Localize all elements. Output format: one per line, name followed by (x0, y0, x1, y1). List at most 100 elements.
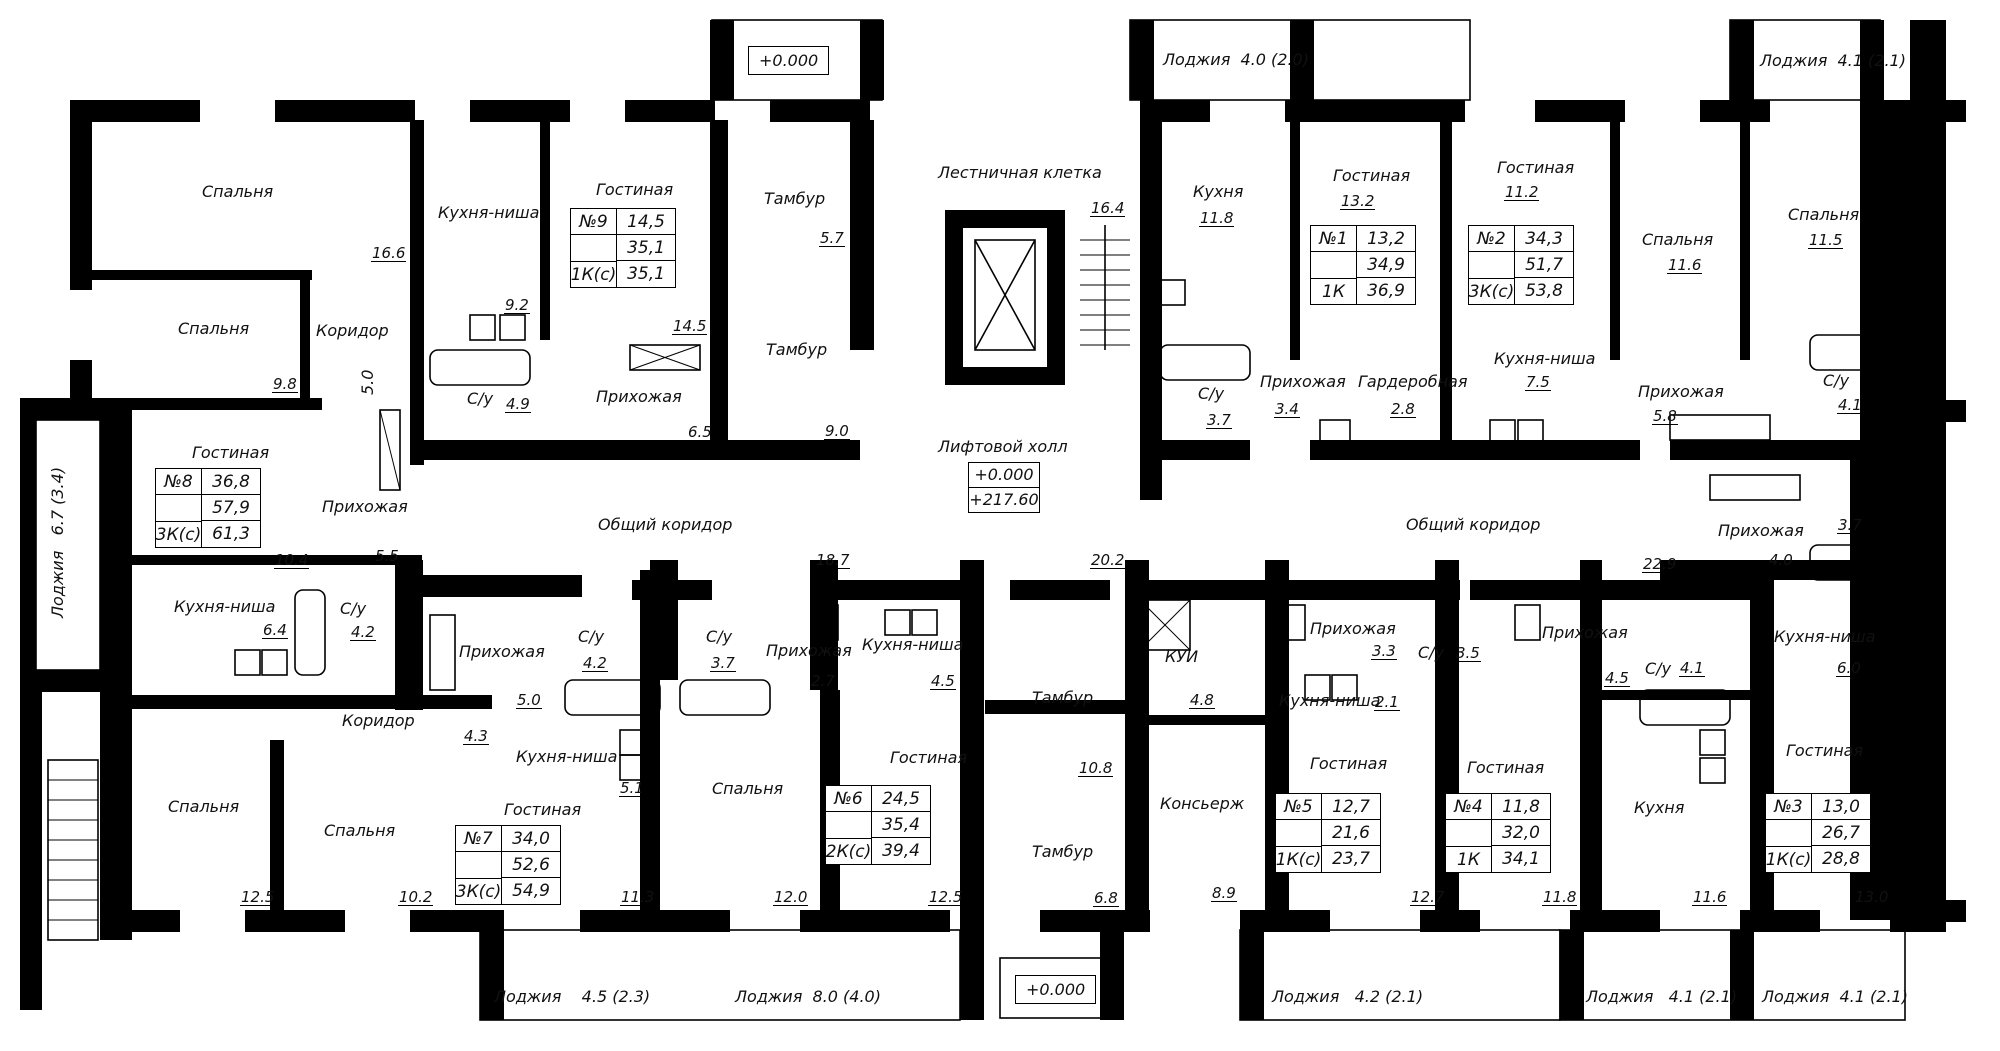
apartment-number: №4 (1446, 794, 1492, 820)
room-label: Прихожая (1310, 619, 1396, 638)
room-label: Гостиная (1497, 158, 1575, 177)
room-label: Консьерж (1160, 794, 1245, 813)
loggia-name: Лоджия (1163, 50, 1231, 69)
area-value: 5.7 (819, 229, 845, 247)
loggia-area: 4.5 (2.3) (581, 987, 651, 1006)
apartment-number: №5 (1276, 794, 1322, 820)
apartment-living-area: 13,0 (1812, 794, 1870, 820)
area-value: 12.5 (240, 888, 276, 906)
loggia-name: Лоджия (1760, 51, 1828, 70)
apartment-number: №7 (456, 826, 502, 852)
room-label: Кухня (1634, 798, 1685, 817)
apartment-spacer (1766, 820, 1812, 846)
area-value: 12.0 (773, 888, 809, 906)
area-value: 12.5 (928, 888, 964, 906)
apartment-type: 3К(с) (456, 878, 502, 904)
apartment-card-9: №9 14,5 35,1 1К(с) 35,1 (570, 208, 676, 288)
area-value: 4.5 (930, 672, 956, 690)
area-value: 3.5 (1455, 644, 1481, 662)
apartment-spacer (1311, 252, 1357, 278)
apartment-living-area: 34,3 (1515, 226, 1573, 252)
room-label: Общий коридор (1406, 515, 1541, 534)
room-label: Лифтовой холл (938, 437, 1068, 456)
thin-lines (35, 19, 1906, 1021)
loggia-label: Лоджия 4.0 (2.0) (1163, 51, 1309, 69)
apartment-living-area: 13,2 (1357, 226, 1415, 252)
elevation-absolute: +217.60 (969, 487, 1039, 512)
apartment-number: №3 (1766, 794, 1812, 820)
apartment-type: 2К(с) (826, 838, 872, 864)
loggia-name: Лоджия (735, 987, 803, 1006)
room-label: Спальня (1788, 205, 1860, 224)
area-value: 10.2 (398, 888, 434, 906)
area-value: 4.5 (1604, 669, 1630, 687)
area-value: 9.8 (272, 375, 298, 393)
room-label: С/у (1823, 371, 1850, 390)
area-value: 5.1 (619, 779, 645, 797)
apartment-total-area: 34,9 (1357, 252, 1415, 278)
elevation-mark-bottom: +0.000 (1015, 975, 1097, 1004)
apartment-spacer (1469, 252, 1515, 278)
loggia-label: Лоджия 4.1 (2.1) (1762, 988, 1908, 1006)
apartment-spacer (156, 495, 202, 521)
apartment-type: 3К(с) (1469, 278, 1515, 304)
stair-steps-left (48, 779, 98, 921)
loggia-label: Лоджия 4.5 (2.3) (494, 988, 650, 1006)
loggia-label: Лоджия 4.1 (2.1) (1586, 988, 1737, 1006)
room-label: Коридор (342, 711, 415, 730)
apartment-number: №1 (1311, 226, 1357, 252)
room-label: Тамбур (1032, 688, 1094, 707)
area-value: 9.2 (504, 296, 530, 314)
area-value: 4.1 (1837, 396, 1863, 414)
room-label: С/у (1198, 384, 1225, 403)
room-label: Кухня-ниша (1774, 627, 1876, 646)
area-value: 11.8 (1542, 888, 1578, 906)
apartment-total-area: 32,0 (1492, 820, 1550, 846)
room-label: Кухня-ниша (174, 597, 276, 616)
apartment-spacer (571, 235, 617, 261)
loggia-name: Лоджия (48, 550, 67, 618)
area-value: 22.9 (1642, 555, 1678, 573)
room-label: С/у (706, 627, 733, 646)
apartment-living-area: 36,8 (202, 469, 260, 495)
loggia-area: 4.2 (2.1) (1354, 987, 1424, 1006)
room-label: Прихожая (1718, 521, 1804, 540)
area-value: 11.6 (1692, 888, 1728, 906)
area-value: 5.0 (516, 691, 542, 709)
area-value: 11.2 (1504, 183, 1540, 201)
apartment-type: 1К(с) (571, 261, 617, 287)
loggia-area: 6.7 (48, 509, 67, 536)
apartment-living-area: 14,5 (617, 209, 675, 235)
loggia-label-vertical: Лоджия 6.7 (3.4) (48, 467, 67, 618)
area-value: 3.7 (1206, 411, 1232, 429)
room-label: Кухня-ниша (516, 747, 618, 766)
apartment-spacer (1276, 820, 1322, 846)
room-label: КУИ (1165, 647, 1199, 666)
apartment-living-area: 12,7 (1322, 794, 1380, 820)
elevation-mark-hall: +0.000 +217.60 (968, 462, 1040, 513)
loggia-area: 4.0 (2.0) (1240, 50, 1309, 69)
room-label: Спальня (178, 319, 250, 338)
area-value: 4.1 (1679, 659, 1705, 677)
apartment-total-with-loggia: 23,7 (1332, 849, 1370, 869)
apartment-type: 1К (1311, 278, 1357, 304)
room-label: Гостиная (504, 800, 582, 819)
room-label: Тамбур (764, 189, 826, 208)
loggia-name: Лоджия (1586, 987, 1654, 1006)
apartment-card-1: №1 13,2 34,9 1К 36,9 (1310, 225, 1416, 305)
area-value: 8.9 (1211, 884, 1237, 902)
area-value: 16.4 (1090, 199, 1126, 217)
area-value: 10.4 (274, 551, 310, 569)
apartment-total-area: 57,9 (202, 495, 260, 521)
area-value: 14.5 (672, 317, 708, 335)
room-label: Спальня (324, 821, 396, 840)
area-value: 4.2 (582, 654, 608, 672)
apartment-number: №8 (156, 469, 202, 495)
area-value: 4.8 (1189, 691, 1215, 709)
area-value-vertical: 5.0 (358, 369, 377, 395)
room-label: Общий коридор (598, 515, 733, 534)
apartment-total-area: 26,7 (1812, 820, 1870, 846)
area-value: 5.8 (1652, 407, 1678, 425)
room-label: С/у (340, 599, 367, 618)
area-value: 3.7 (710, 654, 736, 672)
